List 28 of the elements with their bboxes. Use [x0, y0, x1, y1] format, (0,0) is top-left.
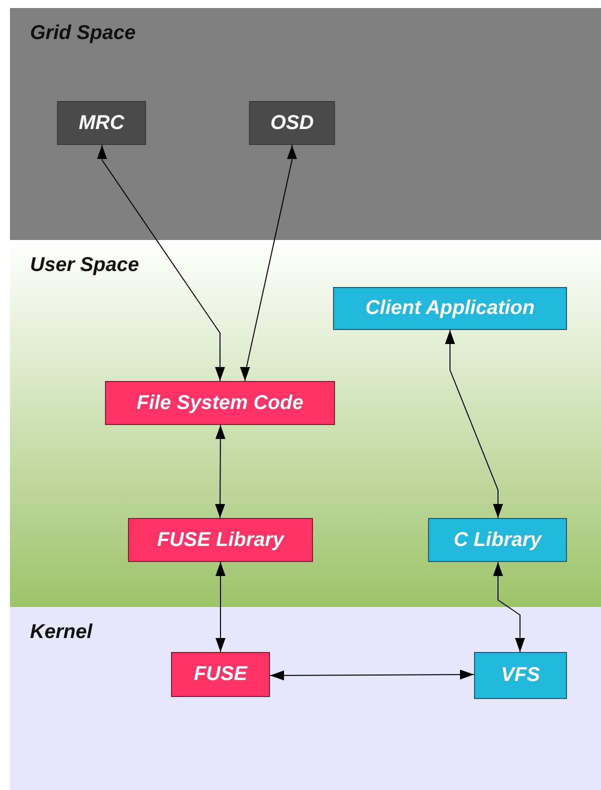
- component-box: [474, 652, 567, 699]
- region-band: [10, 8, 601, 240]
- component-box: [249, 101, 335, 145]
- component-box: [57, 101, 146, 145]
- region-title: Kernel: [30, 621, 92, 644]
- component-box: [171, 652, 270, 697]
- component-box: [105, 381, 335, 425]
- region-title: Grid Space: [30, 22, 136, 45]
- component-box: [428, 518, 567, 562]
- component-box: [128, 518, 313, 562]
- component-label: VFS: [501, 664, 540, 687]
- arrow: [97, 144, 225, 382]
- arrow: [240, 144, 297, 382]
- component-label: MRC: [78, 112, 124, 134]
- component-label: File System Code: [136, 392, 304, 414]
- region-title: User Space: [30, 254, 139, 277]
- arrow: [216, 562, 226, 652]
- component-label: C Library: [454, 528, 542, 552]
- component-box: [333, 287, 567, 330]
- component-label: OSD: [270, 112, 314, 134]
- component-label: FUSE Library: [157, 528, 284, 552]
- component-label: Client Application: [365, 297, 535, 320]
- arrow: [493, 562, 525, 652]
- region-band: [10, 607, 601, 790]
- component-label: FUSE: [194, 663, 248, 686]
- arrow: [445, 330, 503, 518]
- arrow: [270, 670, 474, 680]
- arrow: [215, 424, 226, 518]
